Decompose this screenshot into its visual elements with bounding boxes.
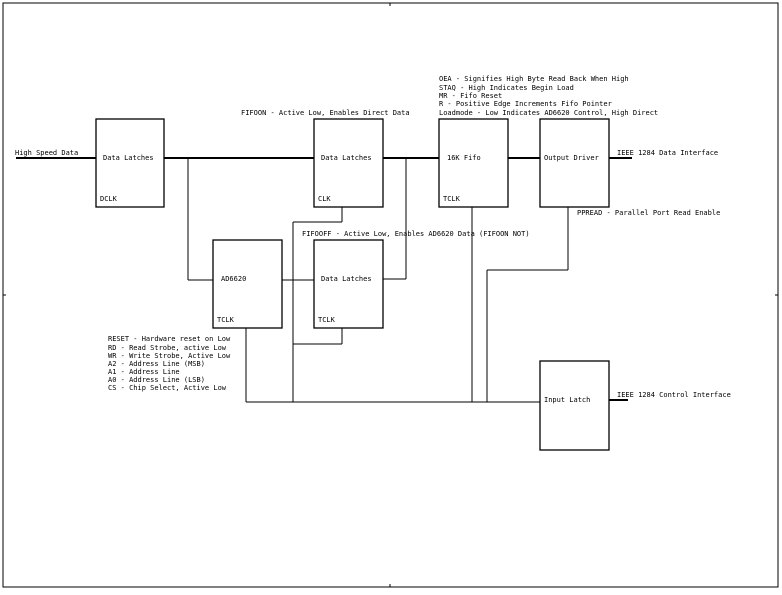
ad6620-note: RD - Read Strobe, active Low [108, 344, 227, 352]
fifoon-label: FIFOON - Active Low, Enables Direct Data [241, 109, 410, 117]
block-label: AD6620 [221, 275, 246, 283]
block-label: Data Latches [103, 154, 154, 162]
ad6620-block: AD6620 TCLK [212, 239, 283, 329]
fifooff-label: FIFOOFF - Active Low, Enables AD6620 Dat… [302, 230, 530, 238]
block-label: Data Latches [321, 154, 372, 162]
ieee-data-interface-label: IEEE 1284 Data Interface [617, 149, 718, 157]
input-latch-block: Input Latch [539, 360, 610, 451]
ieee-control-interface-label: IEEE 1284 Control Interface [617, 391, 731, 399]
fifo-note: OEA - Signifies High Byte Read Back When… [439, 75, 629, 83]
output-driver-block: Output Driver [539, 118, 610, 208]
data-latches-clk-block: Data Latches CLK [313, 118, 384, 208]
fifo-note: MR - Fifo Reset [439, 92, 502, 100]
ad6620-note: RESET - Hardware reset on Low [108, 335, 231, 343]
clock-label: CLK [318, 195, 331, 203]
clock-label: TCLK [443, 195, 461, 203]
ad6620-notes: RESET - Hardware reset on Low RD - Read … [108, 335, 231, 392]
ad6620-note: WR - Write Strobe, Active Low [108, 352, 231, 360]
block-label: 16K Fifo [447, 154, 481, 162]
ad6620-note: CS - Chip Select, Active Low [108, 384, 227, 392]
fifo-note: Loadmode - Low Indicates AD6620 Control,… [439, 109, 658, 117]
fifo-notes: OEA - Signifies High Byte Read Back When… [439, 75, 658, 117]
ad6620-note: A0 - Address Line (LSB) [108, 376, 205, 384]
fifo-note: STAQ - High Indicates Begin Load [439, 84, 574, 92]
data-latches-dclk-block: Data Latches DCLK [95, 118, 165, 208]
wiring [16, 157, 632, 403]
clock-label: DCLK [100, 195, 118, 203]
ad6620-note: A1 - Address Line [108, 368, 180, 376]
ad6620-note: A2 - Address Line (MSB) [108, 360, 205, 368]
clock-label: TCLK [217, 316, 235, 324]
clock-label: TCLK [318, 316, 336, 324]
block-label: Input Latch [544, 396, 590, 404]
high-speed-data-label: High Speed Data [15, 149, 78, 157]
fifo-note: R - Positive Edge Increments Fifo Pointe… [439, 100, 612, 108]
ppread-label: PPREAD - Parallel Port Read Enable [577, 209, 720, 217]
block-label: Data Latches [321, 275, 372, 283]
frame-ticks [3, 3, 778, 587]
fifo-block: 16K Fifo TCLK [438, 118, 509, 208]
diagram-border [2, 2, 779, 588]
block-label: Output Driver [544, 154, 599, 162]
data-latches-tclk-block: Data Latches TCLK [313, 239, 384, 329]
